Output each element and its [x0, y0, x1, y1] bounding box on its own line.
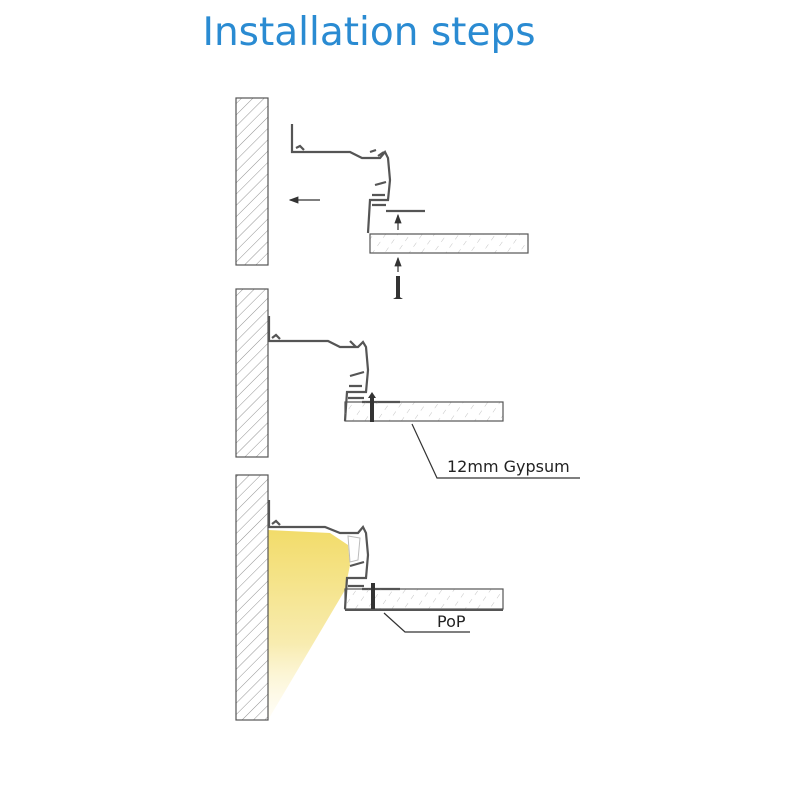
step-3-diagram: PoP: [235, 474, 504, 721]
wall: [235, 97, 269, 266]
gypsum-leader-line: [411, 423, 580, 479]
pop-layer: [345, 609, 503, 611]
wall: [235, 474, 269, 721]
gypsum-board: [369, 233, 529, 254]
step-1-diagram: [235, 97, 529, 299]
led-profile: [290, 124, 425, 234]
light-beam: [268, 530, 350, 720]
screw-icon: [368, 392, 376, 422]
gypsum-board: [344, 588, 504, 610]
wall: [235, 288, 269, 458]
gypsum-label: 12mm Gypsum: [447, 457, 570, 476]
page-title: Installation steps: [202, 10, 536, 55]
pop-label: PoP: [437, 612, 466, 631]
step-2-diagram: 12mm Gypsum: [235, 288, 580, 479]
pop-leader-line: [383, 612, 470, 633]
gypsum-board: [344, 401, 504, 422]
screw-icon: [393, 276, 403, 299]
screw-icon: [371, 583, 375, 609]
